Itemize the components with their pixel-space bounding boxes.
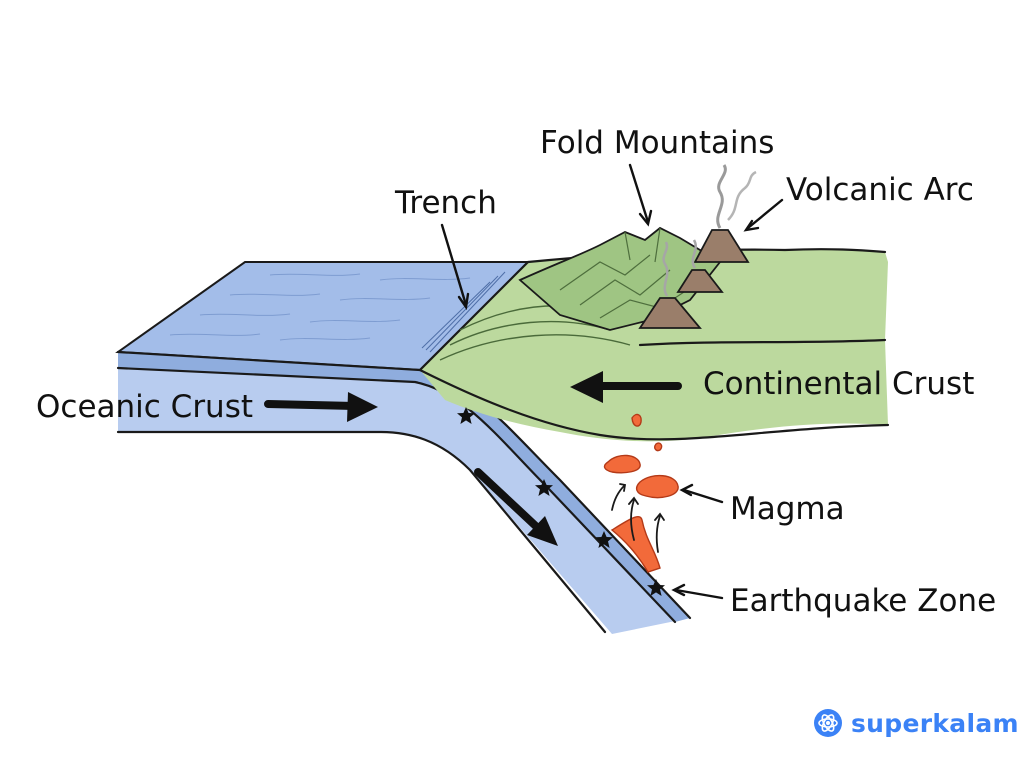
motion-arrows [264,371,682,546]
magma-blobs [603,413,679,573]
continental-motion-arrow [570,371,682,403]
label-oceanic-crust: Oceanic Crust [36,389,253,425]
volcano-3 [638,241,702,329]
label-trench: Trench [394,185,497,221]
volcano-2 [676,239,724,293]
volcano-1 [693,164,757,263]
subduction-motion-arrow [474,468,558,546]
label-fold-mountains: Fold Mountains [540,125,774,161]
label-continental-crust: Continental Crust [703,366,974,402]
labels: Fold Mountains Volcanic Arc Trench Conti… [36,125,996,619]
logo-text: superkalam [851,708,1019,738]
superkalam-logo[interactable]: superkalam [813,708,1019,738]
earthquake-stars [457,407,665,596]
continental-block [418,226,890,442]
leader-lines [440,163,784,600]
magma-rise-arrows [611,483,665,553]
label-volcanic-arc: Volcanic Arc [786,172,974,208]
label-magma: Magma [730,491,845,527]
oceanic-motion-arrow [264,392,378,422]
atom-icon [814,709,842,737]
label-earthquake-zone: Earthquake Zone [730,583,996,619]
